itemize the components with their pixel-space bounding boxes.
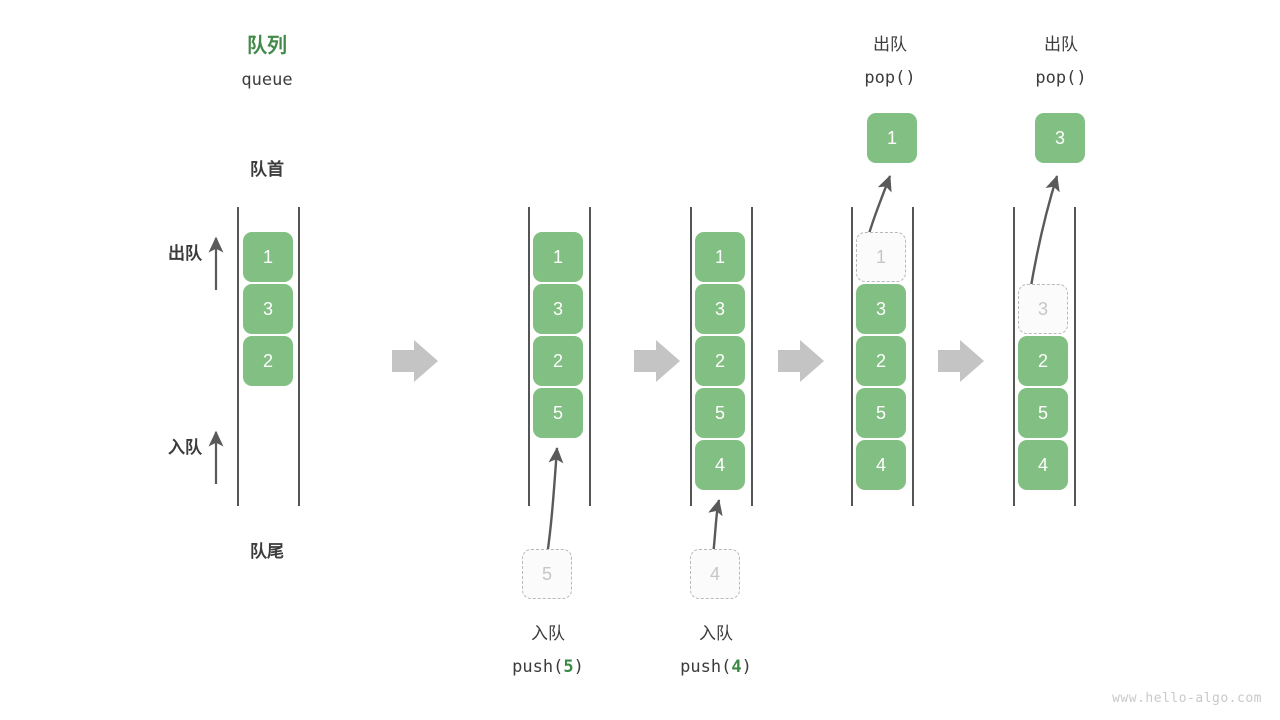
queue-cell: 5	[856, 388, 906, 438]
page-title-cn: 队列	[247, 35, 287, 57]
queue-cell: 2	[533, 336, 583, 386]
queue-cell: 1	[695, 232, 745, 282]
queue-cell: 2	[695, 336, 745, 386]
queue-rail-right-4	[912, 207, 914, 506]
incoming-ghost-cell: 4	[690, 549, 740, 599]
push-5-arrow	[545, 447, 564, 557]
code-argument: 4	[731, 657, 742, 677]
stage-label-code: pop()	[864, 68, 916, 88]
code-suffix: )	[573, 657, 584, 677]
queue-cell: 4	[1018, 440, 1068, 490]
incoming-ghost-cell: 5	[522, 549, 572, 599]
dequeue-side-label: 出队	[168, 244, 202, 263]
code-suffix: )	[741, 657, 752, 677]
queue-rail-right-1	[298, 207, 300, 506]
stage-label-cn: 出队	[1044, 35, 1078, 54]
queue-cell: 5	[1018, 388, 1068, 438]
stage-label-code: push(5)	[478, 659, 618, 676]
queue-cell-ghost: 1	[856, 232, 906, 282]
code-argument: 5	[563, 657, 574, 677]
queue-cell-ghost: 3	[1018, 284, 1068, 334]
queue-cell: 5	[695, 388, 745, 438]
stage-label-cn: 入队	[531, 624, 565, 643]
queue-cell: 5	[533, 388, 583, 438]
queue-cell: 2	[1018, 336, 1068, 386]
queue-rail-left-5	[1013, 207, 1015, 506]
push-4-arrow	[708, 499, 723, 557]
queue-rail-right-5	[1074, 207, 1076, 506]
queue-cell: 2	[856, 336, 906, 386]
queue-cell: 3	[856, 284, 906, 334]
queue-rail-left-1	[237, 207, 239, 506]
stage-label-code: pop()	[1035, 68, 1087, 88]
page-title-en: queue	[241, 70, 293, 90]
step-arrow-4	[938, 340, 984, 382]
stage-label-cn: 入队	[699, 624, 733, 643]
code-prefix: push(	[512, 657, 564, 677]
queue-rail-right-2	[589, 207, 591, 506]
enqueue-side-label: 入队	[168, 438, 202, 457]
queue-rail-left-4	[851, 207, 853, 506]
queue-cell: 4	[695, 440, 745, 490]
queue-cell: 1	[533, 232, 583, 282]
code-prefix: push(	[680, 657, 732, 677]
stage-label-code: push(4)	[646, 659, 786, 676]
queue-rail-left-2	[528, 207, 530, 506]
queue-cell: 3	[533, 284, 583, 334]
queue-cell: 3	[243, 284, 293, 334]
popped-cell: 3	[1035, 113, 1085, 163]
queue-front-label: 队首	[250, 160, 284, 179]
queue-rear-label: 队尾	[250, 542, 284, 561]
stage-label-cn: 出队	[873, 35, 907, 54]
step-arrow-3	[778, 340, 824, 382]
queue-cell: 2	[243, 336, 293, 386]
queue-cell: 1	[243, 232, 293, 282]
queue-rail-left-3	[690, 207, 692, 506]
step-arrow-2	[634, 340, 680, 382]
popped-cell: 1	[867, 113, 917, 163]
queue-cell: 4	[856, 440, 906, 490]
pop-3-arrow	[1028, 175, 1060, 293]
step-arrow-1	[392, 340, 438, 382]
queue-rail-right-3	[751, 207, 753, 506]
queue-cell: 3	[695, 284, 745, 334]
watermark: www.hello-algo.com	[1112, 691, 1262, 706]
